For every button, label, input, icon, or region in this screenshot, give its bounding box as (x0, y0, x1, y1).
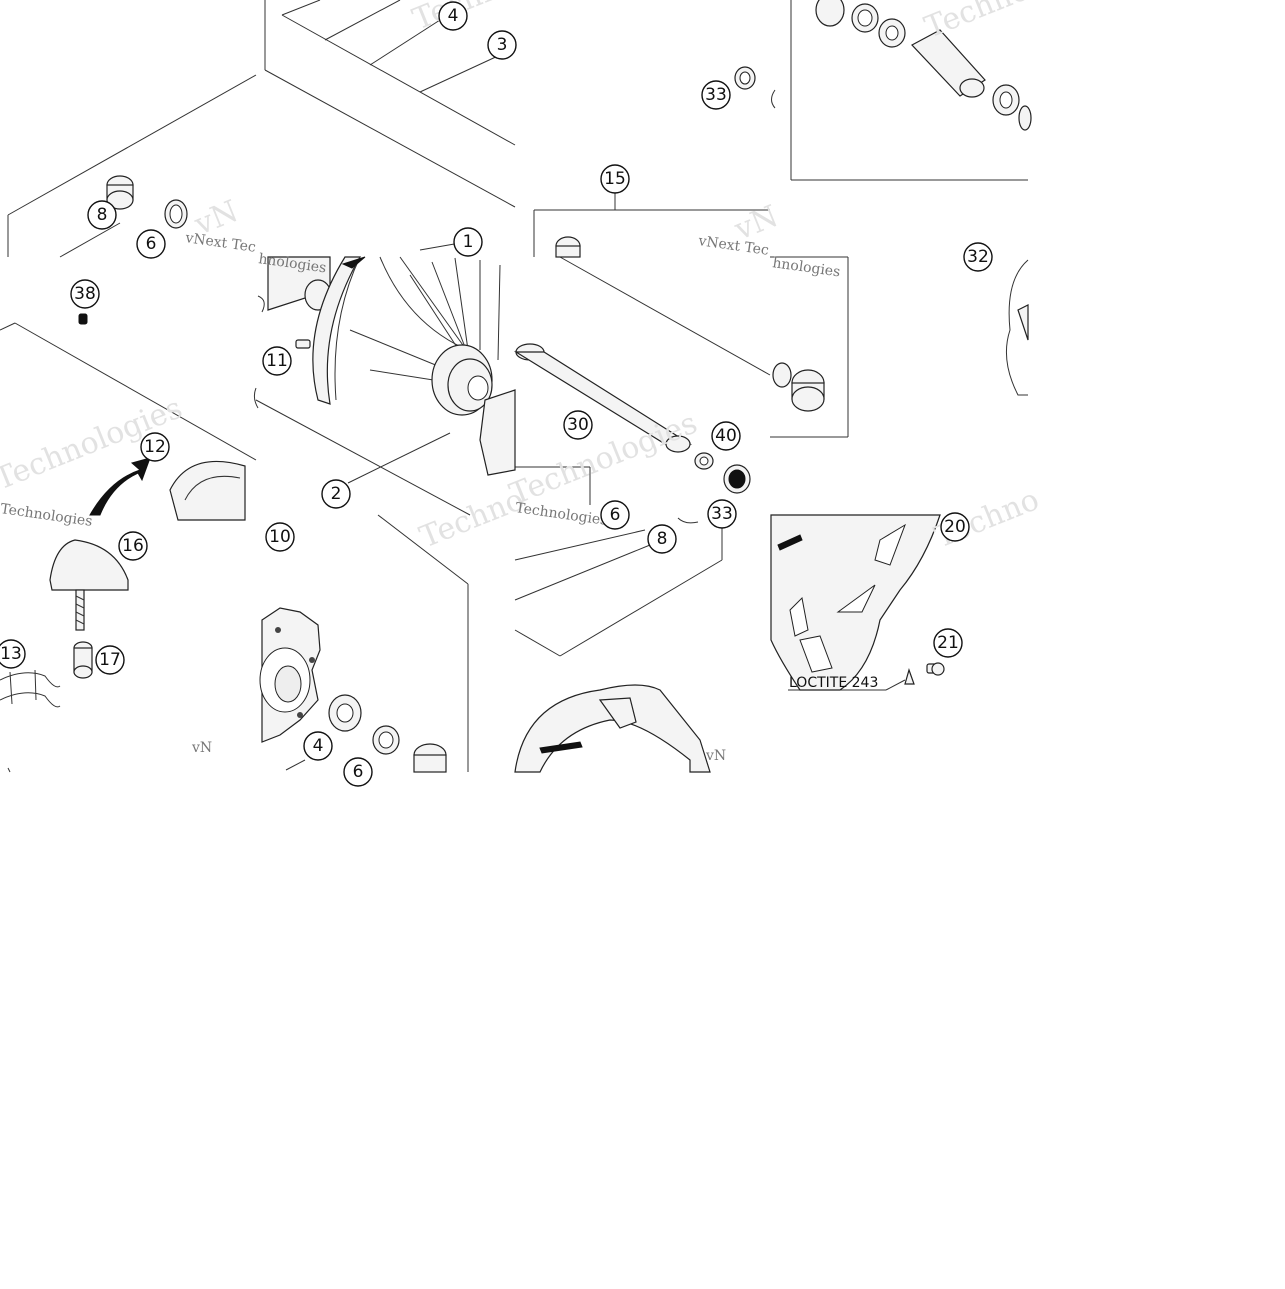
seal-ring-6-lower (372, 725, 400, 755)
svg-text:6: 6 (610, 505, 621, 525)
assembly-outline-lines (0, 0, 1028, 772)
watermark-technologies-2: Technologies (514, 500, 608, 529)
valve-38 (78, 313, 88, 325)
callout-4-lower: 4 (303, 731, 333, 761)
svg-text:32: 32 (967, 247, 989, 267)
callout-2: 2 (321, 479, 351, 509)
svg-text:6: 6 (353, 762, 364, 782)
hub-10 (259, 607, 321, 743)
brake-disc-front (514, 684, 711, 773)
svg-text:17: 17 (99, 650, 121, 670)
svg-text:8: 8 (657, 529, 668, 549)
callout-33-upper: 33 (701, 80, 731, 110)
callout-1: 1 (453, 227, 483, 257)
svg-text:15: 15 (604, 169, 626, 189)
rim-tape-13 (0, 669, 61, 773)
callout-4-top: 4 (438, 1, 468, 31)
part-edge-fragment (771, 89, 776, 109)
svg-text:2: 2 (331, 484, 342, 504)
callout-40: 40 (711, 421, 741, 451)
svg-text:13: 13 (0, 644, 22, 664)
watermark-technologies-1: Technologies (0, 501, 93, 530)
callout-17: 17 (95, 645, 125, 675)
watermark-layer: Techno Techno Techno Techno vN vN Techno… (0, 0, 1044, 764)
callout-3: 3 (487, 30, 517, 60)
svg-text:20: 20 (944, 517, 966, 537)
bearing-4-lower (328, 694, 362, 732)
callout-6-lower: 6 (343, 757, 373, 787)
callout-12: 12 (140, 432, 170, 462)
watermark-vn-3: vN (191, 740, 212, 756)
rim-lock-screw-16 (49, 539, 129, 631)
svg-text:8: 8 (97, 205, 108, 225)
nut-17 (73, 641, 93, 679)
axle-nut (723, 464, 751, 494)
watermark-vn-4: vN (705, 748, 726, 764)
watermark-next-2: Technologies (505, 406, 702, 513)
svg-text:4: 4 (448, 6, 459, 26)
callout-38: 38 (70, 279, 100, 309)
watermark-hnologies-2: hnologies (771, 255, 841, 280)
callout-21: 21 (933, 628, 963, 658)
brake-disc-right (1005, 259, 1029, 396)
svg-text:4: 4 (313, 736, 324, 756)
svg-text:1: 1 (463, 232, 474, 252)
watermark-vnext-1: vNext Tec (183, 230, 256, 256)
spacer-sleeve-8 (106, 175, 134, 210)
svg-text:16: 16 (122, 536, 144, 556)
svg-text:3: 3 (497, 35, 508, 55)
callout-8-mid: 8 (647, 524, 677, 554)
callout-11: 11 (262, 346, 292, 376)
bearing-set-top-right (815, 0, 1032, 131)
svg-text:6: 6 (146, 234, 157, 254)
svg-text:12: 12 (144, 437, 166, 457)
washer-40 (694, 452, 714, 470)
callout-6-mid: 6 (600, 500, 630, 530)
rim-lock-12 (89, 457, 246, 521)
svg-text:10: 10 (269, 527, 291, 547)
callout-32: 32 (963, 242, 993, 272)
axle-spacer-15 (555, 236, 825, 412)
svg-text:33: 33 (711, 504, 733, 524)
callout-10: 10 (265, 522, 295, 552)
callout-15: 15 (600, 164, 630, 194)
svg-text:40: 40 (715, 426, 737, 446)
brake-disc-20 (770, 514, 941, 691)
callout-8-left: 8 (87, 200, 117, 230)
callout-16: 16 (118, 531, 148, 561)
spacer-lower (413, 743, 447, 773)
seal-ring-6 (164, 199, 188, 229)
seal-33-upper (734, 66, 756, 90)
svg-text:30: 30 (567, 415, 589, 435)
callout-13: 13 (0, 639, 26, 669)
svg-text:11: 11 (266, 351, 288, 371)
screw-21 (904, 662, 945, 685)
callout-33-lower: 33 (707, 499, 737, 529)
callout-30: 30 (563, 410, 593, 440)
axle-30 (513, 343, 693, 453)
svg-text:21: 21 (937, 633, 959, 653)
svg-text:33: 33 (705, 85, 727, 105)
loctite-note: LOCTITE 243 (789, 675, 878, 691)
part-fragments-6-8 (677, 517, 699, 524)
rim-spoke-wheel (253, 256, 516, 476)
callout-6-left: 6 (136, 229, 166, 259)
callout-20: 20 (940, 512, 970, 542)
watermark-techno-2: Techno (920, 0, 1034, 45)
svg-text:38: 38 (74, 284, 96, 304)
